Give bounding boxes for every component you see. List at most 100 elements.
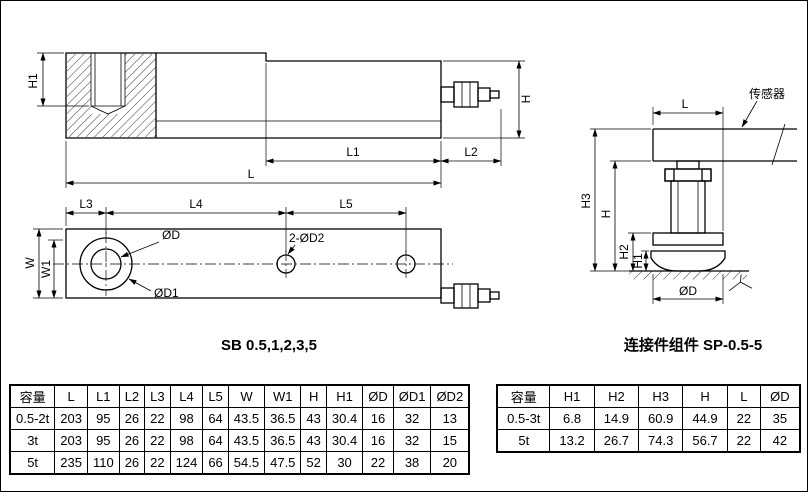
table-cell: 203 [54, 429, 88, 452]
table-cell: 30.4 [325, 429, 364, 452]
table-cell: 110 [86, 451, 120, 475]
dim-od-assembly: ØD [652, 274, 724, 304]
table-cell: 13 [430, 407, 470, 430]
table-cell: 26 [118, 451, 146, 475]
table-cell: 60.9 [638, 407, 684, 430]
column-header: 容量 [9, 384, 56, 408]
dim-label-h2: H2 [617, 244, 631, 260]
dim-label-l2: L2 [464, 145, 478, 159]
label-od1: ØD1 [128, 278, 179, 300]
table-cell: 42 [760, 429, 801, 453]
beam-top-outline [65, 228, 442, 299]
cable-gland-side-view [440, 81, 500, 108]
dim-label-l-assembly: L [682, 97, 689, 111]
table-cell: 13.2 [549, 429, 595, 453]
dim-label-l1: L1 [346, 145, 360, 159]
table-cell: 0.5-2t [9, 407, 56, 430]
column-header: ØD1 [392, 384, 432, 408]
table-cell: 98 [169, 429, 204, 452]
ground-surface [629, 270, 749, 280]
table-cell: 14.9 [593, 407, 640, 430]
dim-h1-side: H1 [26, 52, 89, 107]
section-hatch [67, 54, 91, 137]
cable-gland-top-view [440, 283, 500, 309]
dim-label-od: ØD [162, 228, 180, 242]
dim-label-h1-assembly: H1 [631, 253, 645, 269]
model-caption-sb: SB 0.5,1,2,3,5 [221, 337, 317, 354]
dim-label-h: H [519, 95, 533, 104]
dim-label-l5: L5 [339, 197, 353, 211]
table-cell: 44.9 [682, 407, 728, 430]
section-hatch [91, 114, 125, 137]
column-header: L [54, 384, 88, 408]
table-cell: 22 [144, 451, 171, 475]
table-cell: 98 [169, 407, 204, 430]
dim-label-w: W [23, 257, 37, 269]
table-cell: 36.5 [264, 407, 302, 430]
column-header: H [300, 384, 327, 408]
dim-w1: W1 [39, 239, 63, 299]
table-cell: 26.7 [593, 429, 640, 453]
table-cell: 95 [86, 429, 120, 452]
table-cell: 32 [392, 407, 432, 430]
section-hatch [125, 54, 156, 137]
column-header: L3 [144, 384, 171, 408]
label-od: ØD [120, 228, 180, 258]
dim-label-l: L [248, 167, 255, 181]
table-cell: 20 [430, 451, 470, 475]
table-cell: 0.5-3t [496, 407, 551, 430]
table-cell: 64 [202, 407, 229, 430]
dim-l: L [65, 141, 442, 188]
dim-label-l3: L3 [79, 197, 93, 211]
dim-label-2-od2: 2-ØD2 [289, 231, 325, 245]
table-cell: 235 [54, 451, 88, 475]
mounting-foot [650, 250, 726, 272]
top-view-drawing: ØD ØD1 2-ØD2 L3 L4 [23, 197, 500, 309]
dim-label-h3: H3 [579, 193, 593, 209]
table-cell: 43.5 [227, 429, 266, 452]
table-cell: 15 [430, 429, 470, 452]
surface-finish-icon [728, 274, 753, 292]
table-cell: 22 [144, 429, 171, 452]
table-cell: 38 [392, 451, 432, 475]
column-header: L [726, 384, 762, 408]
column-header: ØD [760, 384, 801, 408]
table-cell: 54.5 [227, 451, 266, 475]
table-cell: 64 [202, 429, 229, 452]
sensor-beam [652, 123, 797, 166]
table-cell: 36.5 [264, 429, 302, 452]
dim-l5: L5 [285, 197, 407, 253]
table-cell: 32 [392, 429, 432, 452]
hole-d2-left [276, 250, 296, 278]
table-cell: 56.7 [682, 429, 728, 453]
column-header: 容量 [496, 384, 551, 408]
dim-label-w1: W1 [39, 260, 53, 278]
dim-label-l4: L4 [189, 197, 203, 211]
column-header: H2 [593, 384, 640, 408]
column-header: L5 [202, 384, 229, 408]
table-cell: 16 [362, 407, 394, 430]
table-cell: 35 [760, 407, 801, 430]
dim-h3: H3 [579, 128, 651, 272]
table-cell: 3t [9, 429, 56, 452]
label-2-od2: 2-ØD2 [287, 231, 325, 255]
dim-w: W [23, 228, 63, 299]
hole-d2-right [396, 250, 416, 278]
dim-h2: H2 [617, 232, 651, 272]
dim-label-od-assembly: ØD [679, 284, 697, 298]
table-cell: 16 [362, 429, 394, 452]
table-cell: 66 [202, 451, 229, 475]
assembly-drawing: 传感器 L [579, 86, 797, 304]
table-cell: 5t [9, 451, 56, 475]
table-cell: 52 [300, 451, 327, 475]
table-cell: 95 [86, 407, 120, 430]
column-header: W1 [264, 384, 302, 408]
column-header: L2 [118, 384, 146, 408]
